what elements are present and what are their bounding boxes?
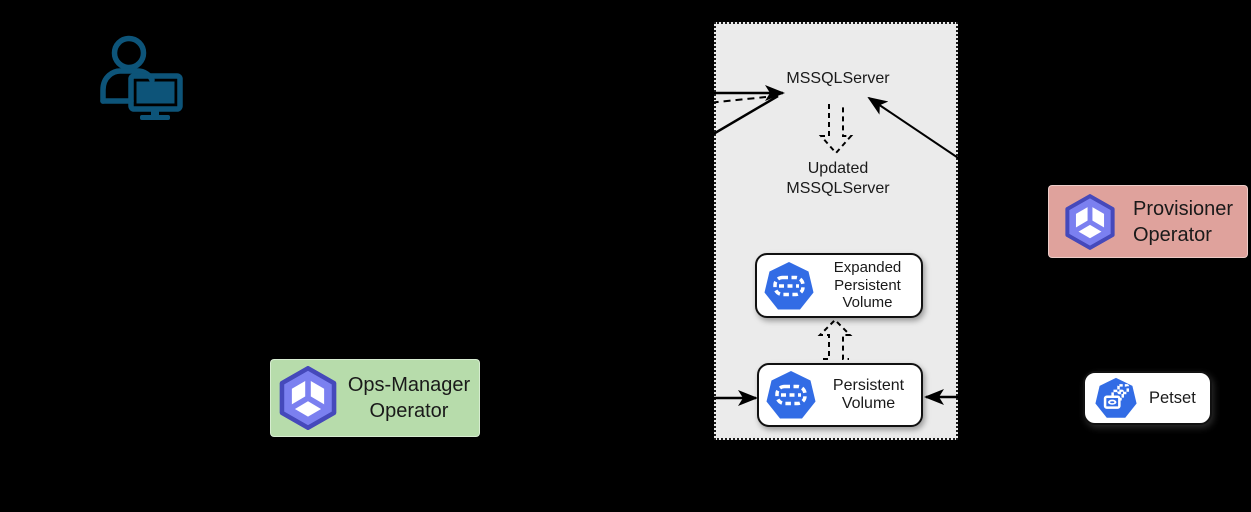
expanded-pv-line3: Volume	[842, 294, 893, 312]
ops-manager-operator-box: Ops-Manager Operator	[270, 359, 480, 437]
operator-cube-icon	[1065, 193, 1115, 250]
updated-mssqlserver-label: Updated MSSQLServer	[738, 159, 938, 199]
kubernetes-petset-icon	[1095, 377, 1137, 418]
petset-label: Petset	[1149, 388, 1196, 407]
pv-line2: Volume	[841, 395, 896, 412]
updated-mssqlserver-line1: Updated	[807, 160, 869, 177]
persistent-volume-box: Persistent Volume	[757, 363, 923, 427]
expanded-persistent-volume-label: Expanded Persistent Volume	[814, 259, 921, 312]
kubernetes-persistent-volume-icon	[766, 371, 816, 419]
person-at-computer-icon	[100, 35, 183, 120]
pv-line1: Persistent	[832, 376, 905, 394]
provisioner-operator-label: Provisioner Operator	[1117, 196, 1247, 248]
expanded-pv-line2: Persistent	[834, 276, 901, 294]
mssqlserver-label: MSSQLServer	[786, 70, 890, 87]
provisioner-operator-box: Provisioner Operator	[1048, 185, 1248, 258]
provisioner-line2: Operator	[1133, 223, 1212, 246]
provisioner-line1: Provisioner	[1133, 197, 1234, 220]
expanded-persistent-volume-box: Expanded Persistent Volume	[755, 253, 923, 318]
persistent-volume-label: Persistent Volume	[816, 377, 921, 414]
ops-manager-operator-label: Ops-Manager Operator	[339, 372, 479, 424]
kubernetes-persistent-volume-icon	[764, 261, 814, 309]
updated-mssqlserver-line2: MSSQLServer	[786, 180, 890, 197]
ops-manager-line1: Ops-Manager	[347, 374, 471, 396]
ops-manager-line2: Operator	[369, 400, 449, 422]
expanded-pv-line1: Expanded	[833, 259, 902, 277]
petset-box: Petset	[1083, 371, 1212, 425]
operator-cube-icon	[279, 366, 337, 430]
